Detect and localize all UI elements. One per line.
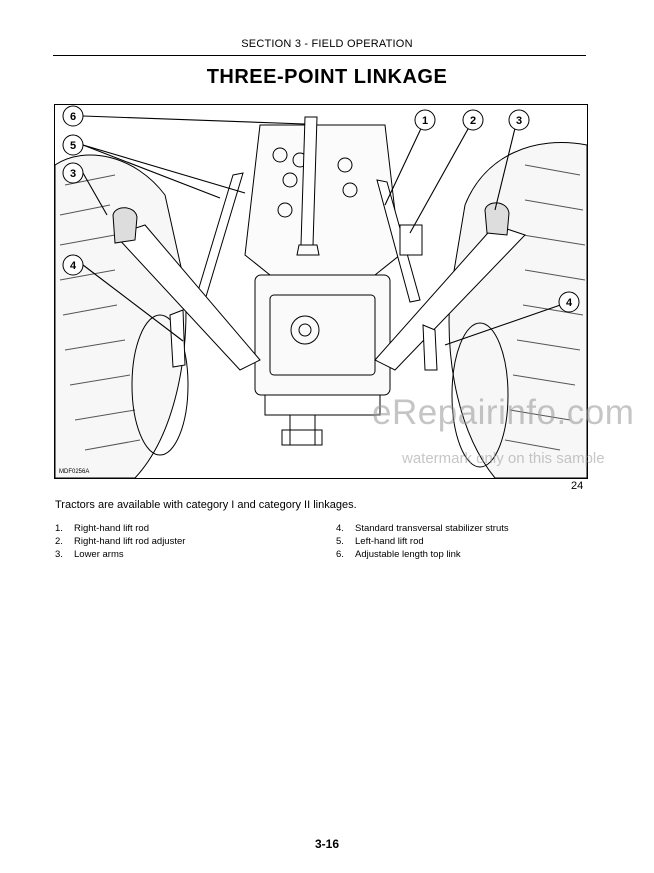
callout-4-right: 4: [566, 297, 573, 309]
pto-shaft: [290, 315, 320, 345]
callout-6: 6: [70, 111, 76, 123]
list-item: 2. Right-hand lift rod adjuster: [55, 535, 325, 548]
part-label: Lower arms: [74, 549, 124, 560]
callout-4-left: 4: [70, 260, 77, 272]
part-number: 6.: [336, 549, 344, 560]
list-item: 5. Left-hand lift rod: [336, 535, 606, 548]
right-lower-arm: [374, 224, 526, 371]
page-title: THREE-POINT LINKAGE: [206, 66, 448, 88]
part-label: Right-hand lift rod adjuster: [74, 536, 186, 547]
intro-text: Tractors are available with category I a…: [55, 499, 357, 511]
lift-rod-adjuster: [399, 224, 423, 256]
rear-axle-housing: [244, 124, 401, 276]
figure-code: MDF0256A: [59, 469, 90, 475]
callout-3-right: 3: [516, 115, 522, 127]
section-header: SECTION 3 - FIELD OPERATION: [241, 38, 413, 50]
callout-5: 5: [70, 140, 76, 152]
callout-3-right-circle: [508, 109, 530, 131]
pto-housing: [254, 274, 391, 396]
callout-4-right-circle: [558, 291, 580, 313]
watermark-sub: watermark only on this sample: [402, 450, 605, 467]
left-lift-rod: [194, 172, 244, 302]
callout-3-left-circle: [62, 162, 84, 184]
parts-column-left: 1. Right-hand lift rod 2. Right-hand lift …: [55, 522, 325, 561]
left-wheel-hub: [131, 314, 189, 456]
part-label: Standard transversal stabilizer struts: [355, 523, 509, 534]
callout-4-left-circle: [62, 254, 84, 276]
part-label: Right-hand lift rod: [74, 523, 149, 534]
part-label: Left-hand lift rod: [355, 536, 424, 547]
callout-1: 1: [422, 115, 428, 127]
parts-column-right: 4. Standard transversal stabilizer struts…: [336, 522, 606, 561]
figure-three-point-linkage: 6 5 3 4 1 2 3 4 MDF0256A: [54, 104, 588, 479]
part-label: Adjustable length top link: [355, 549, 461, 560]
callout-1-circle: [414, 109, 436, 131]
page-number: 3-16: [314, 837, 340, 851]
callout-3-left: 3: [70, 168, 76, 180]
part-number: 5.: [336, 536, 344, 547]
tractor-linkage-illustration: 6 5 3 4 1 2 3 4: [55, 105, 587, 478]
right-lift-rod: [376, 179, 421, 303]
left-stabilizer-strut: [169, 309, 186, 368]
callout-2-circle: [462, 109, 484, 131]
watermark-main: eRepairinfo.com: [372, 393, 635, 432]
callout-2: 2: [470, 115, 476, 127]
list-item: 3. Lower arms: [55, 548, 325, 561]
figure-number: 24: [571, 480, 584, 492]
callout-6-circle: [62, 105, 84, 127]
callout-5-circle: [62, 134, 84, 156]
list-item: 4. Standard transversal stabilizer struts: [336, 522, 606, 535]
part-number: 4.: [336, 523, 344, 534]
header-rule: [53, 55, 586, 56]
part-number: 3.: [55, 549, 63, 560]
part-number: 2.: [55, 536, 63, 547]
right-wheel-hub: [451, 322, 509, 468]
part-number: 1.: [55, 523, 63, 534]
right-stabilizer-strut: [422, 324, 438, 371]
list-item: 1. Right-hand lift rod: [55, 522, 325, 535]
list-item: 6. Adjustable length top link: [336, 548, 606, 561]
